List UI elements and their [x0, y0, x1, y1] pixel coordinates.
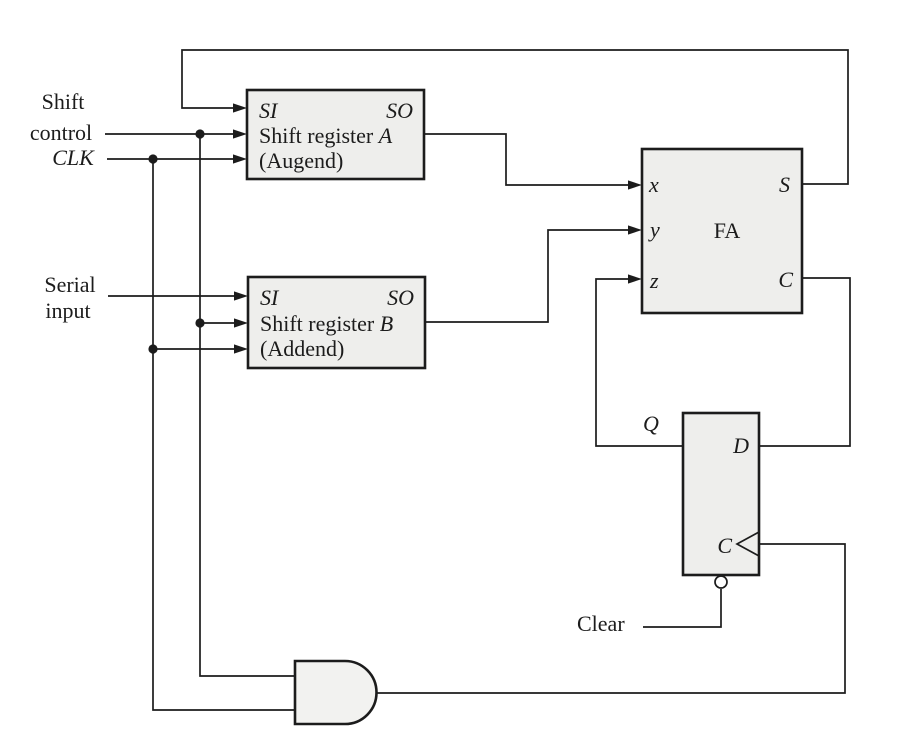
serial-input-label-line-1: Serial [44, 272, 95, 297]
wire-shift-control-branch [199, 134, 297, 677]
arrow-reg-a-shift [233, 129, 247, 139]
wire-fa-s-feedback [181, 49, 849, 185]
q-output-label: Q [643, 411, 659, 436]
and-gate [293, 659, 378, 726]
reg-b-title: Shift register B [260, 311, 393, 336]
clk-label: CLK [52, 145, 95, 170]
wire-clk-branch [152, 159, 297, 711]
arrow-reg-a-clk [233, 154, 247, 164]
wire-and-output-to-clock [374, 543, 846, 694]
fa-y-label: y [648, 217, 660, 242]
wire-q-to-fa-z [595, 278, 683, 447]
dot-shift-reg-b [195, 318, 205, 328]
wire-a-so-to-fa-x [424, 133, 636, 186]
clock-edge-triangle [735, 531, 760, 557]
reg-a-title: Shift register A [259, 123, 393, 148]
d-flip-flop-box [681, 411, 761, 577]
dot-shift-control [195, 129, 205, 139]
arrow-fa-z [628, 274, 642, 284]
shift-register-a-box [245, 88, 426, 181]
arrow-fa-y [628, 225, 642, 235]
dot-clk [148, 154, 158, 164]
fa-title: FA [714, 218, 741, 243]
wire-clear [643, 589, 722, 628]
shift-control-label-line-1: Shift [42, 89, 85, 114]
reg-b-subtitle: (Addend) [260, 336, 344, 361]
arrow-reg-a-si [233, 103, 247, 113]
shift-control-label-line-2: control [30, 120, 92, 145]
arrow-fa-x [628, 180, 642, 190]
full-adder-box [640, 147, 804, 315]
ff-d-label: D [732, 433, 749, 458]
wire-b-so-to-fa-y [425, 229, 636, 323]
clear-label: Clear [577, 611, 625, 636]
reg-b-so-label: SO [387, 285, 414, 310]
dot-clk-reg-b [148, 344, 158, 354]
clear-bubble [714, 575, 728, 589]
arrow-reg-b-shift [234, 318, 248, 328]
fa-s-label: S [779, 172, 790, 197]
ff-c-label: C [717, 533, 732, 558]
wire-fa-c-to-d [759, 277, 851, 447]
shift-register-b-box [246, 275, 427, 370]
fa-z-label: z [649, 268, 659, 293]
arrow-reg-b-si [234, 291, 248, 301]
fa-c-label: C [778, 267, 793, 292]
arrow-reg-b-clk [234, 344, 248, 354]
fa-x-label: x [648, 172, 659, 197]
reg-b-si-label: SI [260, 285, 280, 310]
reg-a-so-label: SO [386, 98, 413, 123]
serial-input-label-line-2: input [45, 298, 90, 323]
reg-a-si-label: SI [259, 98, 279, 123]
reg-a-subtitle: (Augend) [259, 148, 343, 173]
